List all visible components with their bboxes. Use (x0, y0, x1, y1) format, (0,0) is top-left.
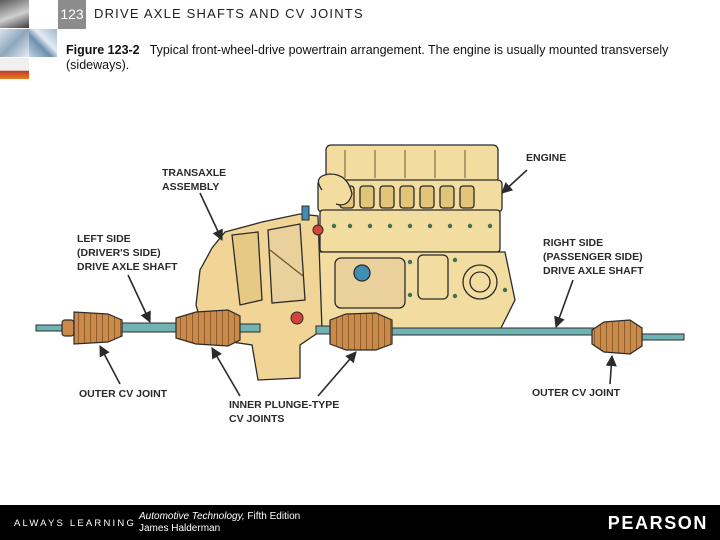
right-shaft-label-line2: (PASSENGER SIDE) (543, 251, 643, 263)
engine-leader-arrow (501, 169, 528, 194)
inner-cv-right-leader-arrow (317, 351, 357, 397)
footer-tagline: ALWAYS LEARNING (14, 518, 137, 529)
left-shaft-leader-arrow (127, 274, 151, 324)
right-drive-axle (315, 325, 685, 341)
inner-cv-label-line1: INNER PLUNGE-TYPE (229, 399, 339, 411)
engine-thumbnail-image (0, 29, 29, 57)
right-shaft-label-line3: DRIVE AXLE SHAFT (543, 265, 644, 277)
book-author: James Halderman (139, 523, 221, 534)
transaxle-fitting-red (312, 224, 324, 236)
chapter-number: 123 (58, 0, 86, 29)
right-outer-cv-label: OUTER CV JOINT (532, 387, 621, 399)
left-outer-cv-leader-arrow (99, 345, 121, 385)
publisher-logo: PEARSON (607, 513, 708, 533)
left-inner-cv-joint (175, 309, 241, 347)
decorative-crystal-image (29, 29, 57, 57)
left-shaft-label-line2: (DRIVER'S SIDE) (77, 247, 161, 259)
footer-bar: ALWAYS LEARNING Automotive Technology, F… (0, 505, 720, 540)
book-title: Automotive Technology, (139, 511, 245, 522)
transaxle-fitting-blue (301, 205, 310, 221)
right-outer-cv-leader-arrow (605, 354, 617, 385)
left-shaft-label-line1: LEFT SIDE (77, 233, 131, 245)
transaxle-housing (195, 213, 323, 381)
right-inner-cv-joint (329, 312, 393, 351)
left-outer-cv-label: OUTER CV JOINT (79, 388, 168, 400)
transaxle-drain-red (290, 311, 304, 325)
transaxle-leader-arrow (199, 192, 223, 242)
chapter-title: DRIVE AXLE SHAFTS AND CV JOINTS (94, 6, 364, 21)
left-shaft-label-line3: DRIVE AXLE SHAFT (77, 261, 178, 273)
car-thumbnail-image (0, 0, 29, 28)
header-thumbnails (0, 0, 29, 86)
transaxle-label-line1: TRANSAXLE (162, 167, 226, 179)
engine-block (299, 144, 516, 331)
sports-car-thumbnail-image (0, 58, 29, 86)
transaxle-label-line2: ASSEMBLY (162, 181, 219, 193)
powertrain-diagram: ENGINE TRANSAXLE ASSEMBLY LEFT SIDE (DRI… (35, 144, 685, 425)
book-citation: Automotive Technology, Fifth Edition Jam… (139, 511, 300, 535)
book-edition: Fifth Edition (247, 511, 301, 522)
right-shaft-label-line1: RIGHT SIDE (543, 237, 603, 249)
inner-cv-label-line2: CV JOINTS (229, 413, 284, 425)
right-shaft-leader-arrow (554, 279, 574, 329)
inner-cv-left-leader-arrow (211, 347, 241, 397)
right-outer-cv-joint (591, 319, 643, 355)
left-outer-cv-joint (61, 311, 123, 345)
figure-caption-text: Typical front-wheel-drive powertrain arr… (66, 43, 669, 72)
engine-label: ENGINE (526, 152, 566, 164)
figure-label: Figure 123-2 (66, 43, 140, 57)
